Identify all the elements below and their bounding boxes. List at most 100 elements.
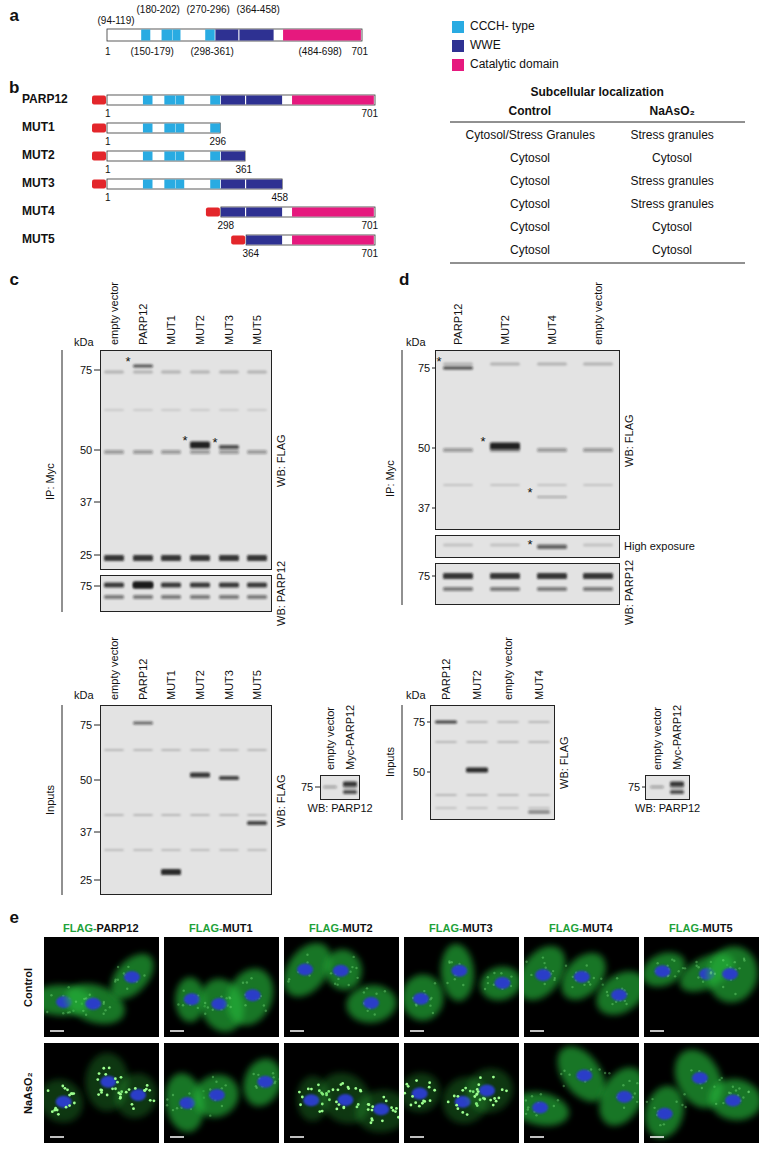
band — [219, 814, 239, 816]
row-label: NaAsO₂ — [22, 1072, 35, 1114]
header-tag: FLAG- — [429, 922, 463, 934]
domain-segment — [176, 124, 184, 133]
size-marker: 25 — [80, 874, 92, 887]
cytosol-speck — [552, 970, 554, 972]
panel-letter: e — [10, 908, 19, 928]
stress-granule — [428, 1081, 431, 1084]
nucleus — [574, 971, 590, 983]
cytosol-speck — [255, 1086, 257, 1088]
band — [528, 741, 550, 743]
band — [133, 365, 153, 368]
table-cell: Stress granules — [631, 175, 714, 189]
band — [343, 790, 357, 794]
stress-granule — [455, 1104, 458, 1107]
blot-bands — [101, 351, 273, 571]
band — [190, 442, 210, 449]
band — [190, 849, 210, 851]
stress-granule — [501, 1088, 504, 1091]
band — [490, 587, 520, 591]
cytosol-speck — [462, 984, 464, 986]
lane-label: PARP12 — [440, 659, 453, 700]
cytosol-speck — [554, 977, 556, 979]
header-construct: PARP12 — [97, 922, 139, 934]
size-marker: 25 — [80, 549, 92, 562]
band-asterisk: * — [126, 355, 131, 370]
band — [443, 448, 473, 452]
column-header: FLAG-MUT1 — [189, 922, 253, 935]
construct-name: MUT2 — [22, 149, 55, 163]
cell-group — [524, 937, 639, 1024]
stress-granule — [382, 1096, 385, 1099]
stress-granule — [56, 1109, 59, 1112]
cell — [108, 1066, 159, 1125]
myc-tag — [92, 96, 106, 105]
blot-bands — [321, 776, 361, 801]
stress-granule — [477, 1083, 480, 1086]
band — [133, 555, 153, 561]
cytosol-speck — [204, 1013, 206, 1015]
panel-letter: a — [10, 6, 19, 26]
band — [161, 849, 181, 851]
band — [247, 595, 267, 599]
cytosol-speck — [103, 1001, 105, 1003]
cytosol-speck — [374, 1013, 376, 1015]
residue-range: (94-119) — [98, 15, 135, 27]
size-marker: 75 — [418, 362, 430, 375]
cytosol-speck — [246, 981, 248, 983]
cytosol-speck — [530, 974, 532, 976]
cytosol-speck — [653, 1107, 655, 1109]
stress-granule — [447, 1100, 450, 1103]
header-tag: FLAG- — [309, 922, 343, 934]
band — [435, 721, 457, 724]
cytosol-speck — [557, 1099, 559, 1101]
domain-segment — [246, 208, 282, 217]
table-cell: Cytosol — [652, 152, 692, 166]
cell — [44, 1070, 92, 1131]
stress-granule — [476, 1092, 479, 1095]
nucleus — [363, 997, 379, 1009]
lane-label: MUT2 — [471, 670, 484, 700]
lane-label: MUT2 — [194, 670, 207, 700]
band — [497, 807, 519, 809]
cytosol-speck — [487, 982, 489, 984]
band — [247, 450, 267, 454]
cytosol-speck — [330, 972, 332, 974]
cell — [701, 941, 759, 1008]
stress-granule — [390, 1106, 393, 1109]
domain-segment — [221, 96, 245, 105]
band-asterisk: * — [481, 435, 486, 450]
band — [528, 807, 550, 809]
stress-granule — [418, 1105, 421, 1108]
stress-granule — [385, 1099, 388, 1102]
cytosol-speck — [553, 1105, 555, 1107]
stress-granule — [492, 1076, 495, 1079]
nucleus — [130, 1089, 146, 1101]
cell-group — [404, 1061, 519, 1133]
cytosol-speck — [677, 970, 679, 972]
myc-tag — [206, 208, 220, 217]
stress-granule — [335, 1108, 338, 1111]
cytosol-speck — [729, 1092, 731, 1094]
band — [537, 363, 567, 366]
band — [190, 773, 210, 778]
residue-number: 296 — [210, 136, 227, 148]
band — [528, 794, 550, 796]
blot-label: WB: PARP12 — [308, 802, 373, 815]
blot-label: WB: FLAG — [623, 414, 636, 467]
domain-segment — [246, 96, 282, 105]
band — [537, 573, 567, 579]
domain-segment — [141, 30, 150, 41]
band — [435, 741, 457, 743]
nucleus — [333, 965, 349, 977]
stress-granule — [143, 1089, 146, 1092]
cytosol-speck — [375, 993, 377, 995]
domain-segment — [143, 180, 153, 189]
size-marker: 75 — [301, 781, 313, 794]
band — [247, 409, 267, 411]
cytosol-speck — [738, 967, 740, 969]
stress-granule — [53, 1109, 56, 1112]
kda-unit: kDa — [406, 689, 426, 702]
stress-granule — [473, 1095, 476, 1098]
cytosol-speck — [265, 1010, 267, 1012]
band — [537, 587, 567, 591]
